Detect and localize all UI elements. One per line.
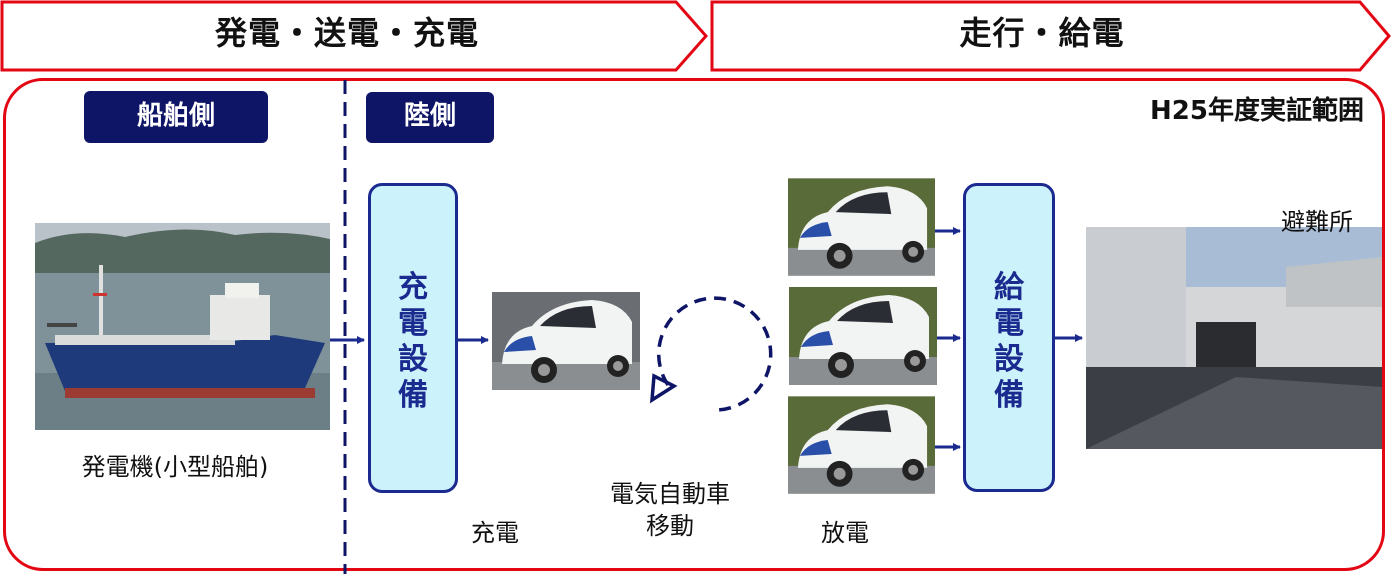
supply-equipment-label: 給 電 設 備 bbox=[994, 270, 1024, 413]
shelter-caption: 避難所 bbox=[1281, 208, 1353, 236]
ev-photo-charging bbox=[492, 292, 640, 390]
ev-move-loop-arrowhead bbox=[649, 373, 678, 404]
ship-photo bbox=[35, 223, 330, 430]
discharge-caption: 放電 bbox=[821, 519, 869, 547]
ev-move-caption: 電気自動車 移動 bbox=[610, 480, 730, 540]
charge-caption: 充電 bbox=[471, 519, 519, 547]
ship-side-label: 船舶側 bbox=[84, 91, 268, 143]
scope-label: H25年度実証範囲 bbox=[1150, 96, 1364, 126]
shelter-photo bbox=[1086, 227, 1382, 449]
stage-generation-label: 発電・送電・充電 bbox=[214, 14, 479, 52]
supply-equipment: 給 電 設 備 bbox=[963, 183, 1055, 492]
land-side-label: 陸側 bbox=[366, 92, 494, 143]
charging-equipment-label: 充 電 設 備 bbox=[398, 270, 428, 413]
ev-photo-discharge-2 bbox=[789, 287, 937, 385]
right-chevron bbox=[710, 0, 1391, 72]
left-chevron bbox=[0, 0, 709, 72]
ev-move-loop bbox=[656, 296, 773, 412]
ev-photo-discharge-3 bbox=[788, 396, 935, 494]
header-chevrons bbox=[0, 0, 1391, 72]
ev-photo-discharge-1 bbox=[788, 178, 935, 276]
main-frame bbox=[3, 78, 1385, 571]
stage-drive-supply-label: 走行・給電 bbox=[959, 14, 1125, 52]
charging-equipment: 充 電 設 備 bbox=[368, 183, 458, 493]
ship-land-divider bbox=[343, 80, 347, 574]
generator-caption: 発電機(小型船舶) bbox=[81, 453, 269, 481]
